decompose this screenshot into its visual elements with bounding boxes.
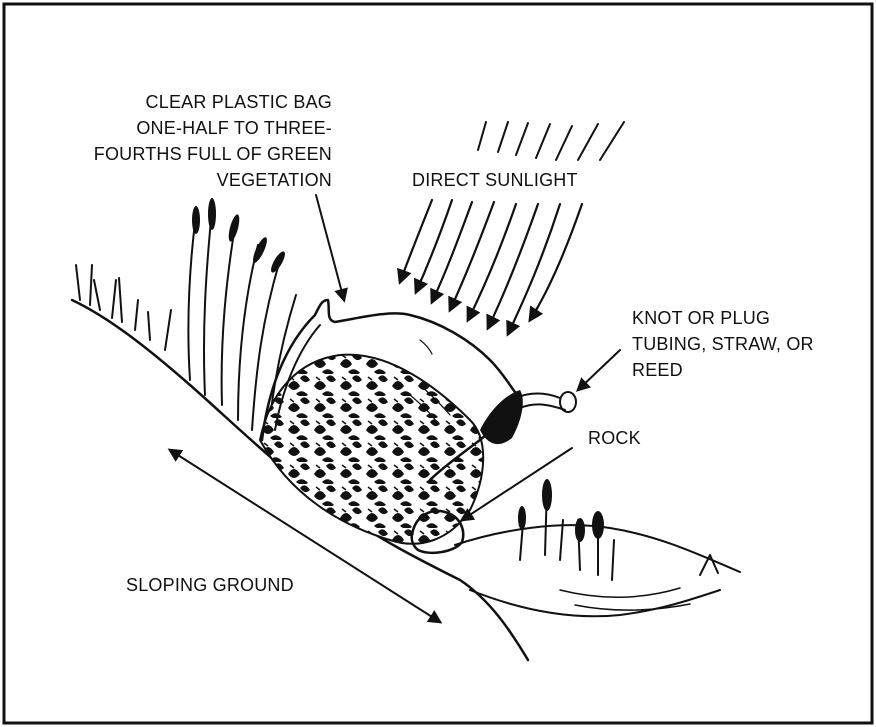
sunlight-label: DIRECT SUNLIGHT: [412, 170, 578, 190]
knot-label-line-1: KNOT OR PLUG: [632, 308, 770, 328]
bag-label-line-2: ONE-HALF TO THREE-: [136, 118, 332, 138]
knot-label-line-2: TUBING, STRAW, OR: [632, 334, 814, 354]
rock-label: ROCK: [588, 428, 641, 448]
diagram-border: [4, 4, 872, 723]
tree-foliage-right: [518, 479, 604, 542]
bag-label-arrow: [316, 195, 344, 300]
green-vegetation: [260, 355, 483, 544]
bag-label-line-3: FOURTHS FULL OF GREEN: [94, 144, 332, 164]
sloping-ground-label: SLOPING GROUND: [126, 575, 294, 595]
bag-label-line-4: VEGETATION: [217, 170, 332, 190]
sun-ray-arrows: [400, 200, 582, 334]
bag-label-line-1: CLEAR PLASTIC BAG: [146, 92, 332, 112]
tubing-knot: [480, 390, 576, 444]
knot-label-arrow: [578, 350, 620, 390]
sun-rays-upper: [478, 122, 624, 160]
knot-label-line-3: REED: [632, 360, 683, 380]
grass-seedheads-left: [192, 198, 287, 274]
